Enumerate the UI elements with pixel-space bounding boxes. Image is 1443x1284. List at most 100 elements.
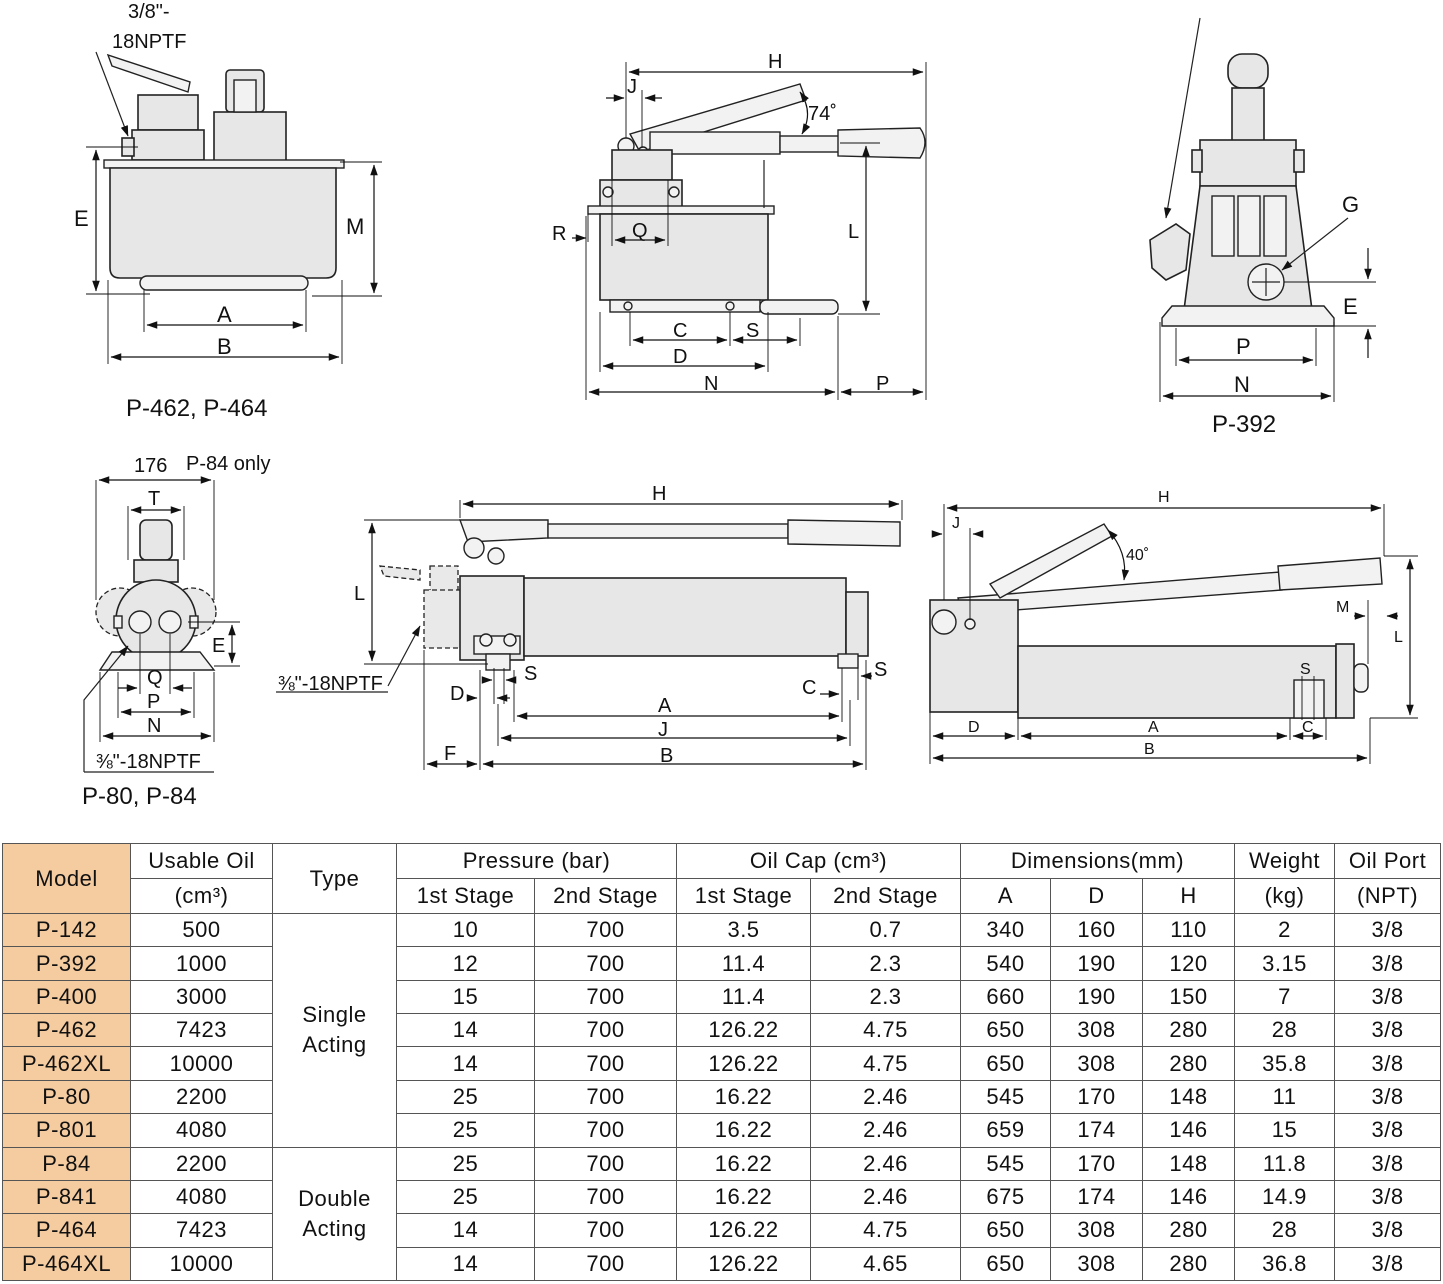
cell-oil-port: 3/8 bbox=[1334, 1013, 1442, 1048]
long-dim-c: C bbox=[802, 677, 816, 699]
long-dim-s-right: S bbox=[874, 659, 887, 681]
right-dim-s: S bbox=[1300, 661, 1311, 678]
cell-pressure-2nd: 700 bbox=[534, 946, 677, 981]
cell-dim-d: 190 bbox=[1050, 979, 1143, 1015]
header-pressure-2nd: 2nd Stage bbox=[534, 878, 677, 914]
long-dim-f: F bbox=[444, 743, 456, 765]
cell-dim-d: 308 bbox=[1050, 1246, 1143, 1282]
cell-cap-1st: 11.4 bbox=[676, 979, 811, 1015]
header-type: Type bbox=[272, 843, 397, 914]
p80-caption: P-80, P-84 bbox=[82, 783, 197, 810]
side-dim-c: C bbox=[673, 320, 687, 342]
cell-model: P-84 bbox=[2, 1146, 131, 1181]
cell-cap-2nd: 2.46 bbox=[810, 1146, 961, 1181]
header-model: Model bbox=[2, 843, 131, 914]
right-dim-j: J bbox=[952, 515, 960, 532]
cell-usable-oil: 10000 bbox=[130, 1246, 273, 1282]
p80-dim-p: P bbox=[147, 691, 160, 713]
cell-dim-d: 160 bbox=[1050, 912, 1143, 948]
cell-pressure-2nd: 700 bbox=[534, 1146, 677, 1181]
p80-dim-e: E bbox=[212, 635, 225, 657]
cell-weight: 35.8 bbox=[1234, 1046, 1336, 1081]
p462-dim-e: E bbox=[74, 206, 89, 231]
p392-caption: P-392 bbox=[1212, 411, 1276, 438]
cell-dim-h: 110 bbox=[1141, 912, 1236, 948]
cell-pressure-1st: 14 bbox=[396, 1246, 535, 1282]
cell-dim-h: 146 bbox=[1141, 1179, 1236, 1215]
cell-dim-h: 146 bbox=[1141, 1113, 1236, 1148]
cell-pressure-2nd: 700 bbox=[534, 1079, 677, 1115]
long-dim-d: D bbox=[450, 683, 464, 705]
cell-oil-port: 3/8 bbox=[1334, 1213, 1442, 1248]
long-dim-a: A bbox=[658, 695, 672, 717]
cell-dim-a: 650 bbox=[960, 1013, 1051, 1048]
side-dim-l: L bbox=[848, 221, 859, 243]
cell-pressure-2nd: 700 bbox=[534, 1113, 677, 1148]
side-dim-angle: 74˚ bbox=[808, 103, 837, 125]
cell-cap-1st: 126.22 bbox=[676, 1046, 811, 1081]
right-dim-angle: 40˚ bbox=[1126, 547, 1149, 564]
cell-model: P-400 bbox=[2, 979, 131, 1015]
cell-usable-oil: 4080 bbox=[130, 1179, 273, 1215]
cell-usable-oil: 2200 bbox=[130, 1146, 273, 1181]
cell-pressure-1st: 25 bbox=[396, 1146, 535, 1181]
p392-dim-n: N bbox=[1234, 372, 1250, 397]
header-oil-port: Oil Port bbox=[1334, 843, 1442, 879]
cell-oil-port: 3/8 bbox=[1334, 1113, 1442, 1148]
cell-weight: 11.8 bbox=[1234, 1146, 1336, 1181]
cell-oil-port: 3/8 bbox=[1334, 1246, 1442, 1282]
cell-usable-oil: 2200 bbox=[130, 1079, 273, 1115]
cell-dim-a: 660 bbox=[960, 979, 1051, 1015]
cell-usable-oil: 500 bbox=[130, 912, 273, 948]
cell-dim-d: 170 bbox=[1050, 1146, 1143, 1181]
cell-pressure-2nd: 700 bbox=[534, 1013, 677, 1048]
header-weight: Weight bbox=[1234, 843, 1336, 879]
cell-cap-1st: 16.22 bbox=[676, 1146, 811, 1181]
p462-port-line1: 3/8"- bbox=[128, 1, 170, 23]
cell-oil-port: 3/8 bbox=[1334, 1046, 1442, 1081]
cell-pressure-1st: 14 bbox=[396, 1213, 535, 1248]
cell-cap-2nd: 2.46 bbox=[810, 1079, 961, 1115]
cell-cap-1st: 126.22 bbox=[676, 1246, 811, 1282]
side-dim-p: P bbox=[876, 373, 889, 395]
cell-cap-2nd: 2.3 bbox=[810, 979, 961, 1015]
cell-dim-h: 280 bbox=[1141, 1013, 1236, 1048]
cell-weight: 28 bbox=[1234, 1213, 1336, 1248]
type-line1: Single bbox=[302, 1002, 367, 1028]
cell-dim-d: 174 bbox=[1050, 1179, 1143, 1215]
right-dim-a: A bbox=[1148, 719, 1159, 736]
p80-dim-n: N bbox=[147, 715, 161, 737]
right-dim-c: C bbox=[1302, 719, 1314, 736]
cell-pressure-1st: 25 bbox=[396, 1079, 535, 1115]
cell-oil-port: 3/8 bbox=[1334, 979, 1442, 1015]
cell-pressure-1st: 25 bbox=[396, 1113, 535, 1148]
header-usable-oil-unit: (cm³) bbox=[130, 878, 273, 914]
long-dim-s-left: S bbox=[524, 663, 537, 685]
cell-cap-1st: 16.22 bbox=[676, 1113, 811, 1148]
cell-oil-port: 3/8 bbox=[1334, 1079, 1442, 1115]
drawing-side-view: H J 74˚ R Q L C S D bbox=[552, 51, 927, 400]
cell-model: P-80 bbox=[2, 1079, 131, 1115]
p462-dim-m: M bbox=[346, 214, 364, 239]
cell-model: P-464 bbox=[2, 1213, 131, 1248]
side-dim-j: J bbox=[627, 76, 637, 98]
drawing-p392: G E P N P-392 bbox=[1149, 17, 1376, 438]
side-dim-n: N bbox=[704, 373, 718, 395]
cell-pressure-2nd: 700 bbox=[534, 1179, 677, 1215]
cell-dim-a: 545 bbox=[960, 1146, 1051, 1181]
p80-dim-q: Q bbox=[147, 667, 163, 689]
drawing-p80: 176 P-84 only T E Q P N ⅜"-18NPTF P-80, … bbox=[82, 453, 271, 810]
cell-dim-h: 280 bbox=[1141, 1213, 1236, 1248]
cell-dim-a: 650 bbox=[960, 1046, 1051, 1081]
cell-cap-2nd: 4.75 bbox=[810, 1013, 961, 1048]
cell-pressure-1st: 10 bbox=[396, 912, 535, 948]
p80-top-note: P-84 only bbox=[186, 453, 271, 475]
cell-model: P-462XL bbox=[2, 1046, 131, 1081]
drawing-p462-front: 3/8"- 18NPTF E M A B P-462, P-464 bbox=[74, 1, 382, 422]
